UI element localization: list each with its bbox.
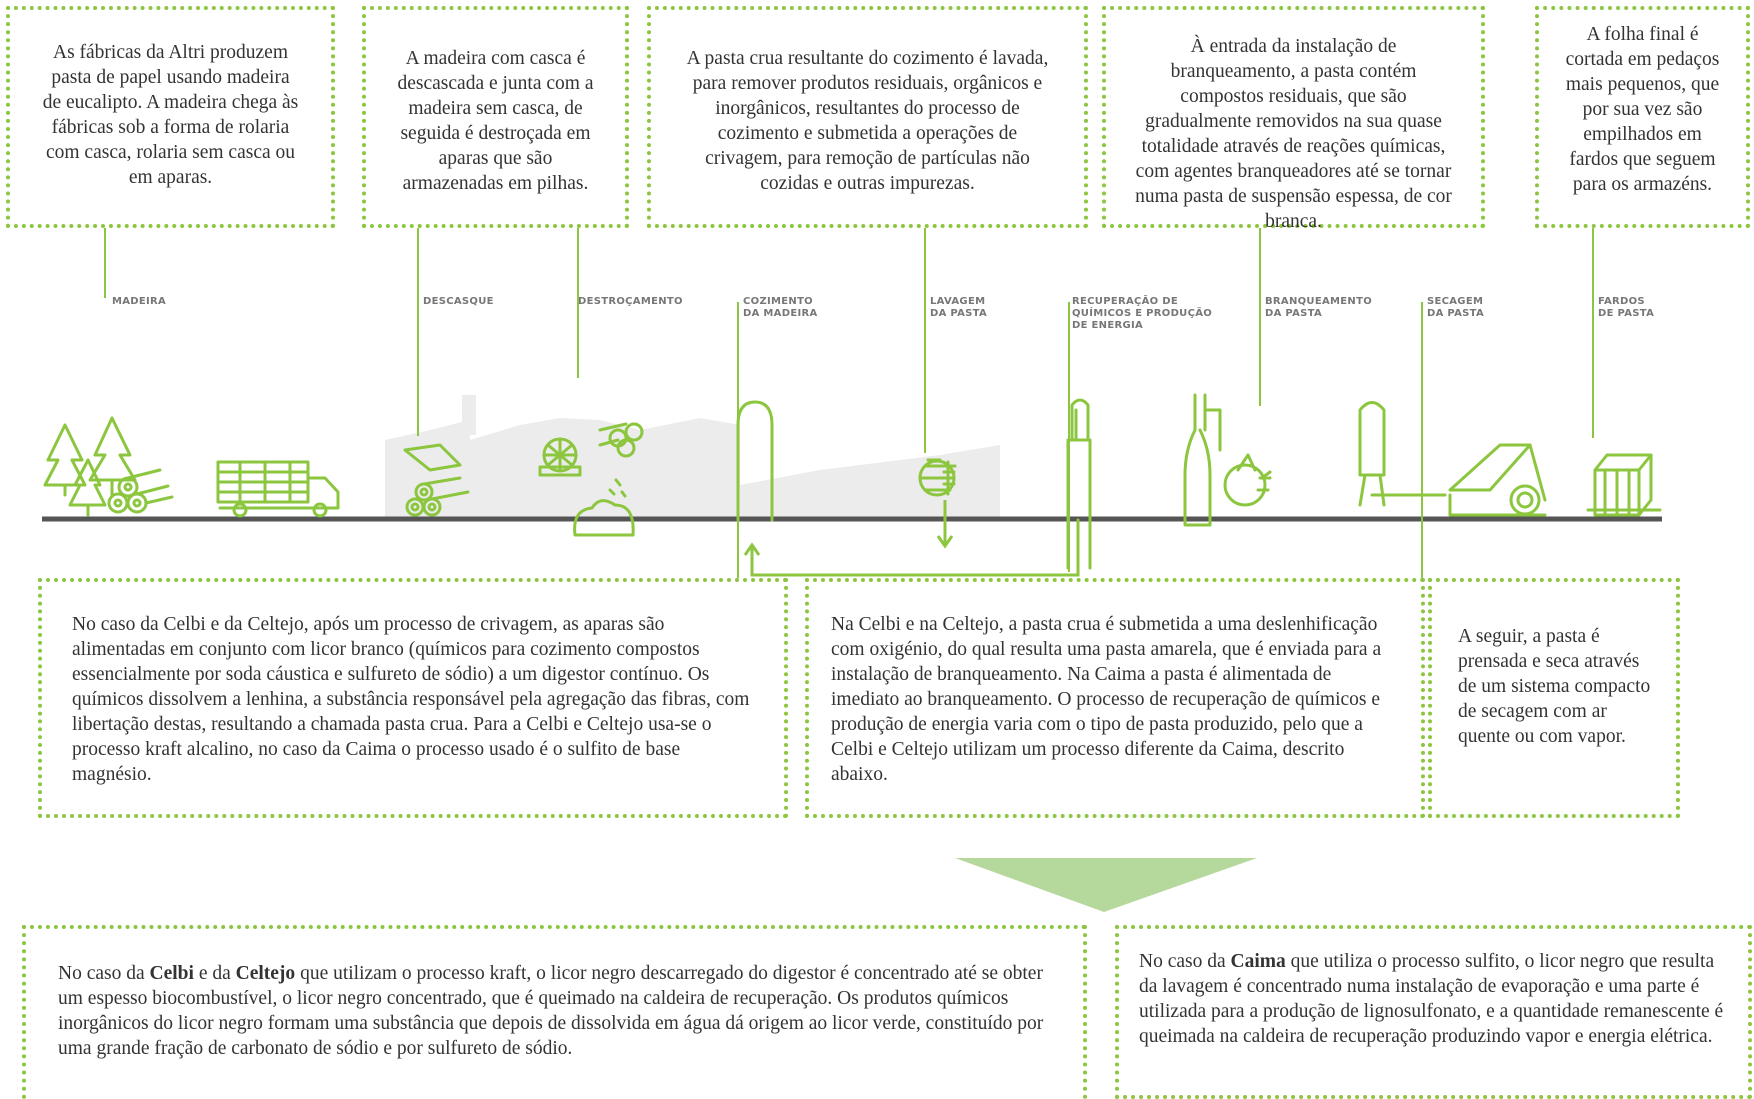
stage-label-secagem: SECAGEM DA PASTA bbox=[1427, 296, 1485, 319]
washer-icon bbox=[918, 458, 958, 497]
stage-label-destrocamento: DESTROÇAMENTO bbox=[578, 296, 683, 307]
text-fardos: A folha final é cortada em pedaços mais … bbox=[1565, 24, 1720, 195]
text-box-madeira: As fábricas da Altri produzem pasta de p… bbox=[6, 6, 335, 228]
text-box-branqueamento: À entrada da instalação de branqueamento… bbox=[1102, 6, 1485, 232]
text-box-sulfito: No caso da Caima que utiliza o processo … bbox=[1115, 925, 1752, 1099]
text-box-descasque: A madeira com casca é descascada e junta… bbox=[362, 6, 629, 228]
chipper-icon bbox=[538, 422, 644, 477]
text-kraft: No caso da Celbi e da Celtejo que utiliz… bbox=[58, 963, 1044, 1059]
dryer-icon bbox=[1358, 401, 1547, 517]
text-madeira: As fábricas da Altri produzem pasta de p… bbox=[42, 42, 299, 188]
connector-madeira bbox=[104, 228, 106, 298]
connector-secagem bbox=[1421, 302, 1423, 582]
text-descasque: A madeira com casca é descascada e junta… bbox=[397, 48, 594, 194]
company-celtejo: Celtejo bbox=[235, 963, 296, 984]
factory-silhouette bbox=[385, 395, 1000, 518]
stage-label-fardos: FARDOS DE PASTA bbox=[1598, 296, 1655, 319]
connector-branqueamento bbox=[1259, 228, 1261, 406]
connector-fardos bbox=[1592, 228, 1594, 438]
stage-label-recuperacao: RECUPERAÇÃO DE QUÍMICOS E PRODUÇÃO DE EN… bbox=[1072, 296, 1213, 331]
trees-icon bbox=[43, 416, 137, 517]
text-sulfito: No caso da Caima que utiliza o processo … bbox=[1139, 951, 1724, 1047]
connector-cozimento bbox=[737, 302, 739, 582]
text-box-fardos: A folha final é cortada em pedaços mais … bbox=[1535, 6, 1750, 228]
connector-descasque bbox=[417, 228, 419, 436]
recovery-boiler-icon bbox=[1066, 398, 1092, 570]
text-box-secagem: A seguir, a pasta é prensada e seca atra… bbox=[1428, 578, 1680, 818]
text-box-kraft: No caso da Celbi e da Celtejo que utiliz… bbox=[22, 925, 1087, 1099]
stage-label-descasque: DESCASQUE bbox=[423, 296, 494, 307]
bleaching-tower-icon bbox=[1183, 393, 1272, 527]
truck-icon bbox=[216, 460, 340, 518]
connector-destrocamento bbox=[577, 228, 579, 378]
chips-pile-icon bbox=[573, 478, 635, 537]
text-branqueamento: À entrada da instalação de branqueamento… bbox=[1135, 36, 1452, 232]
connector-lavagem bbox=[924, 228, 926, 453]
text-box-deslenhificacao: Na Celbi e na Celtejo, a pasta crua é su… bbox=[805, 578, 1425, 818]
company-caima: Caima bbox=[1230, 951, 1286, 972]
down-arrow bbox=[955, 858, 1257, 912]
stage-label-lavagem: LAVAGEM DA PASTA bbox=[930, 296, 988, 319]
text-box-cozimento: No caso da Celbi e da Celtejo, após um p… bbox=[38, 578, 788, 818]
text-deslenhificacao: Na Celbi e na Celtejo, a pasta crua é su… bbox=[831, 614, 1382, 785]
recovery-loop bbox=[743, 500, 1080, 577]
company-celbi: Celbi bbox=[149, 963, 194, 984]
stage-label-madeira: MADEIRA bbox=[112, 296, 167, 307]
text-lavagem: A pasta crua resultante do cozimento é l… bbox=[686, 48, 1049, 194]
bales-icon bbox=[1586, 453, 1662, 517]
connector-recuperacao bbox=[1068, 302, 1070, 572]
stage-label-branqueamento: BRANQUEAMENTO DA PASTA bbox=[1265, 296, 1372, 319]
stage-label-cozimento: COZIMENTO DA MADEIRA bbox=[743, 296, 818, 319]
text-box-lavagem: A pasta crua resultante do cozimento é l… bbox=[647, 6, 1088, 228]
logs-icon bbox=[107, 468, 174, 514]
text-secagem: A seguir, a pasta é prensada e seca atra… bbox=[1458, 626, 1651, 747]
text-cozimento: No caso da Celbi e da Celtejo, após um p… bbox=[72, 614, 750, 785]
debarker-icon bbox=[403, 443, 470, 517]
